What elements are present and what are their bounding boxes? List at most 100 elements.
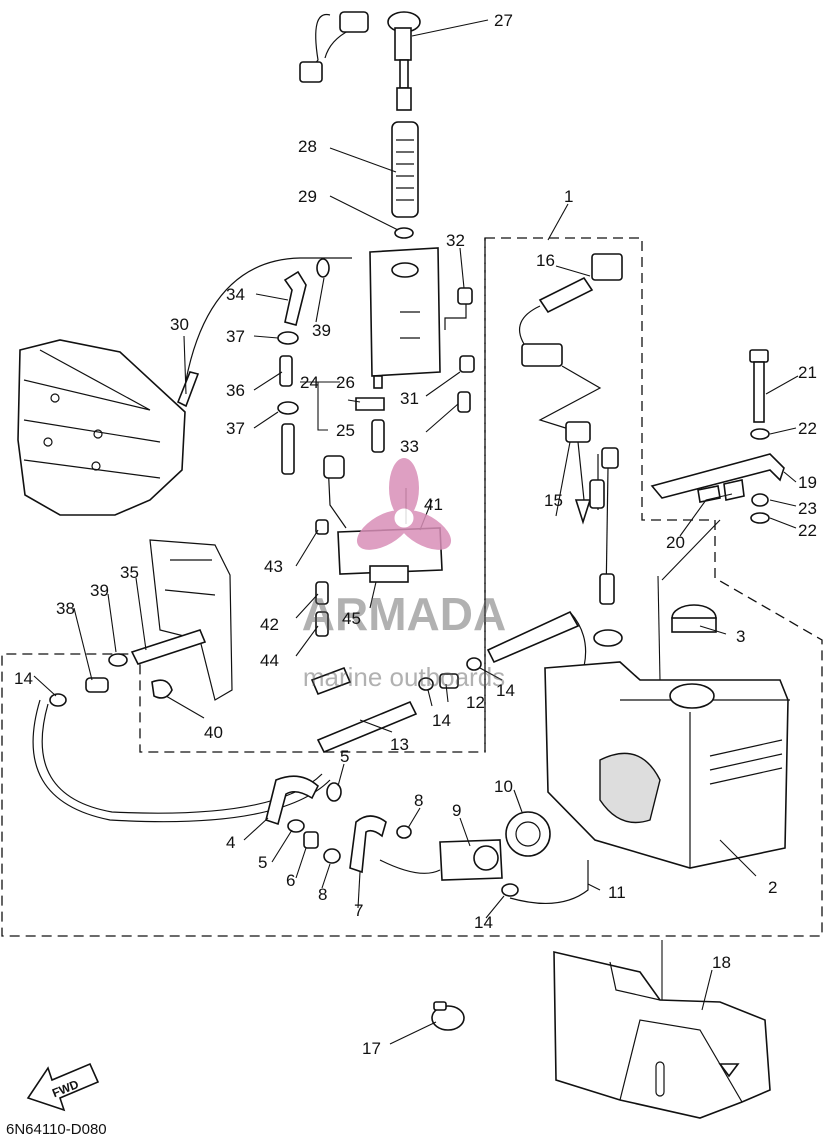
clip-39-lower xyxy=(108,653,128,667)
callout-42: 42 xyxy=(260,615,279,634)
callout-39-lower: 39 xyxy=(90,581,109,600)
leader-lines xyxy=(33,19,799,1045)
callout-15: 15 xyxy=(544,491,563,510)
grommet-32 xyxy=(457,287,473,305)
joint-38 xyxy=(85,677,109,693)
clip-37-lower xyxy=(277,401,299,415)
clip-14-mid xyxy=(418,677,434,691)
nut-23 xyxy=(751,493,769,507)
callout-8-upper: 8 xyxy=(414,791,423,810)
clip-14-pump xyxy=(501,883,519,897)
callout-17: 17 xyxy=(362,1039,381,1058)
callout-22-lower: 22 xyxy=(798,521,817,540)
callout-5-upper: 5 xyxy=(340,747,349,766)
clip-14-left xyxy=(49,693,67,707)
clip-5-upper xyxy=(326,782,342,802)
hose-4 xyxy=(265,775,319,826)
callout-26: 26 xyxy=(336,373,355,392)
callout-25: 25 xyxy=(336,421,355,440)
callout-41: 41 xyxy=(424,495,443,514)
callout-39-upper: 39 xyxy=(312,321,331,340)
washer-22-lower xyxy=(750,512,770,524)
hose-segment xyxy=(281,423,295,475)
sub-oil-tank-24 xyxy=(369,247,441,389)
callout-43: 43 xyxy=(264,557,283,576)
tank-cap-3 xyxy=(671,604,717,633)
bolt-21 xyxy=(749,349,769,423)
callout-28: 28 xyxy=(298,137,317,156)
callout-11: 11 xyxy=(608,883,626,902)
callout-37-lower: 37 xyxy=(226,419,245,438)
callout-40: 40 xyxy=(204,723,223,742)
callout-31: 31 xyxy=(400,389,419,408)
band-19 xyxy=(650,453,785,499)
hose-30-line xyxy=(185,257,352,381)
fuel-pump-9 xyxy=(379,839,503,881)
callout-34: 34 xyxy=(226,285,245,304)
propeller-logo xyxy=(356,458,452,550)
callout-4: 4 xyxy=(226,833,235,852)
callout-45: 45 xyxy=(342,609,361,628)
joint-36 xyxy=(279,355,293,387)
clip-8-upper xyxy=(396,825,412,839)
watermark-tagline: marine outboards xyxy=(303,662,505,692)
drawing-code: 6N64110-D080 xyxy=(6,1121,107,1138)
callout-8-lower: 8 xyxy=(318,885,327,904)
clip-37-upper xyxy=(277,331,299,345)
level-float-rod xyxy=(593,447,623,647)
joint-6 xyxy=(303,831,319,849)
callout-33: 33 xyxy=(400,437,419,456)
callout-18: 18 xyxy=(712,953,731,972)
callout-19: 19 xyxy=(798,473,817,492)
callout-1: 1 xyxy=(564,187,573,206)
oil-level-sender-27 xyxy=(299,11,421,111)
callout-9: 9 xyxy=(452,801,461,820)
grommet-31 xyxy=(459,355,475,373)
hose-7 xyxy=(349,815,387,874)
hose-43-lower xyxy=(310,666,352,696)
hose-34 xyxy=(283,270,307,326)
callout-16: 16 xyxy=(536,251,555,270)
joint-12 xyxy=(439,673,459,689)
callout-2: 2 xyxy=(768,878,777,897)
callout-7: 7 xyxy=(354,901,363,920)
oil-filter-28 xyxy=(391,121,419,218)
fwd-arrow: FWD xyxy=(26,1062,100,1112)
tank-link-line xyxy=(444,304,467,330)
clip-14-right xyxy=(466,657,482,671)
callout-30: 30 xyxy=(170,315,189,334)
callout-29: 29 xyxy=(298,187,317,206)
cap-10 xyxy=(505,811,551,857)
joint-33 xyxy=(457,391,471,413)
callout-35: 35 xyxy=(120,563,139,582)
callout-12: 12 xyxy=(466,693,485,712)
clip-39-upper xyxy=(316,258,330,278)
callout-14-right: 14 xyxy=(496,681,515,700)
switch-15 xyxy=(565,421,605,525)
clamp-40 xyxy=(151,679,173,699)
hose-35 xyxy=(130,629,207,665)
hose-13 xyxy=(316,700,418,754)
bolt-26 xyxy=(355,397,385,411)
assembly-1-boundary xyxy=(1,237,823,937)
callout-37-upper: 37 xyxy=(226,327,245,346)
engine-cowling xyxy=(17,339,233,701)
callout-3: 3 xyxy=(736,627,745,646)
callout-24: 24 xyxy=(300,373,319,392)
pad-20b xyxy=(723,479,745,501)
clip-5-lower xyxy=(287,819,305,833)
callout-14-bottom: 14 xyxy=(474,913,493,932)
callout-labels: 1 2 3 4 5 5 6 7 8 8 9 10 11 12 13 14 14 … xyxy=(14,11,817,1058)
callout-22-upper: 22 xyxy=(798,419,817,438)
hose-13-loop xyxy=(32,699,331,823)
callout-13: 13 xyxy=(390,735,409,754)
watermark: ARMADA marine outboards xyxy=(302,458,506,692)
harness-wire xyxy=(538,365,602,431)
callout-23: 23 xyxy=(798,499,817,518)
callout-5-lower: 5 xyxy=(258,853,267,872)
hose-upper-right xyxy=(486,610,580,664)
callout-27: 27 xyxy=(494,11,513,30)
callout-10: 10 xyxy=(494,777,513,796)
